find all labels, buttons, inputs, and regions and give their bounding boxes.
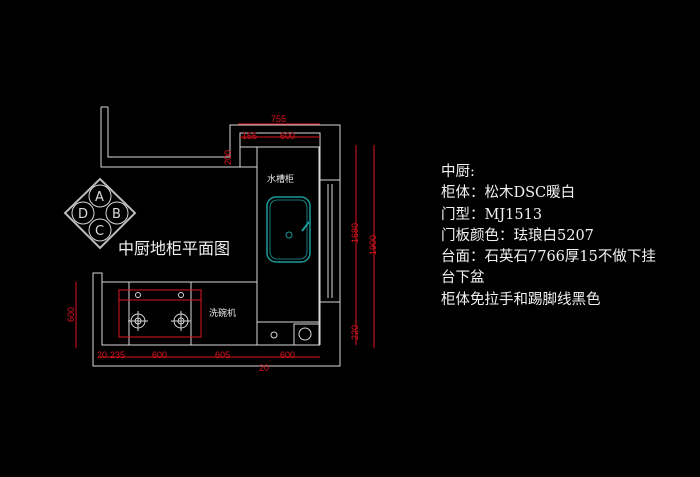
svg-text:220: 220 [350, 325, 360, 340]
svg-text:20: 20 [97, 350, 107, 360]
svg-text:600: 600 [280, 131, 295, 141]
svg-text:600: 600 [280, 350, 295, 360]
burner-icon [128, 311, 148, 331]
sink-cabinet: 水槽柜 [239, 146, 320, 346]
note-line: 柜体免拉手和踢脚线黑色 [441, 291, 601, 308]
lower-cabinets: 洗碗机 [101, 281, 258, 346]
svg-text:D: D [78, 207, 88, 222]
drawing-title: 中厨地柜平面图 [118, 239, 230, 258]
stove [118, 289, 202, 338]
svg-text:20: 20 [259, 363, 269, 373]
specification-notes: 中厨: 柜体：松木DSC暖白 门型：MJ1513 门板颜色：珐琅白5207 台面… [441, 162, 656, 311]
note-line: 门板颜色：珐琅白5207 [441, 227, 594, 244]
svg-text:1680: 1680 [350, 223, 360, 243]
note-line: 柜体：松木DSC暖白 [441, 185, 576, 202]
walls [92, 106, 341, 367]
dimensions: 755 155 600 200 1680 220 1900 600 20 235… [66, 114, 378, 373]
note-line: 台面：石英石7766厚15不做下挂 [441, 249, 656, 266]
svg-text:235: 235 [110, 350, 125, 360]
note-line: 门型：MJ1513 [441, 206, 543, 223]
svg-text:155: 155 [242, 131, 257, 141]
burner-icon [171, 311, 191, 331]
svg-text:755: 755 [271, 114, 286, 124]
svg-text:600: 600 [152, 350, 167, 360]
svg-text:B: B [112, 207, 121, 222]
svg-text:605: 605 [215, 350, 230, 360]
svg-text:600: 600 [66, 307, 76, 322]
compass-icon: A B C D [63, 177, 137, 250]
svg-text:200: 200 [223, 150, 233, 165]
note-line: 台下盆 [441, 270, 485, 287]
note-line: 中厨: [441, 164, 475, 180]
side-panel [319, 179, 341, 303]
sink-cabinet-label: 水槽柜 [267, 173, 294, 185]
svg-text:1900: 1900 [368, 235, 378, 255]
dishwasher-label: 洗碗机 [209, 307, 236, 319]
svg-text:A: A [95, 190, 104, 205]
sink-basin [266, 196, 311, 263]
svg-text:C: C [95, 224, 104, 239]
